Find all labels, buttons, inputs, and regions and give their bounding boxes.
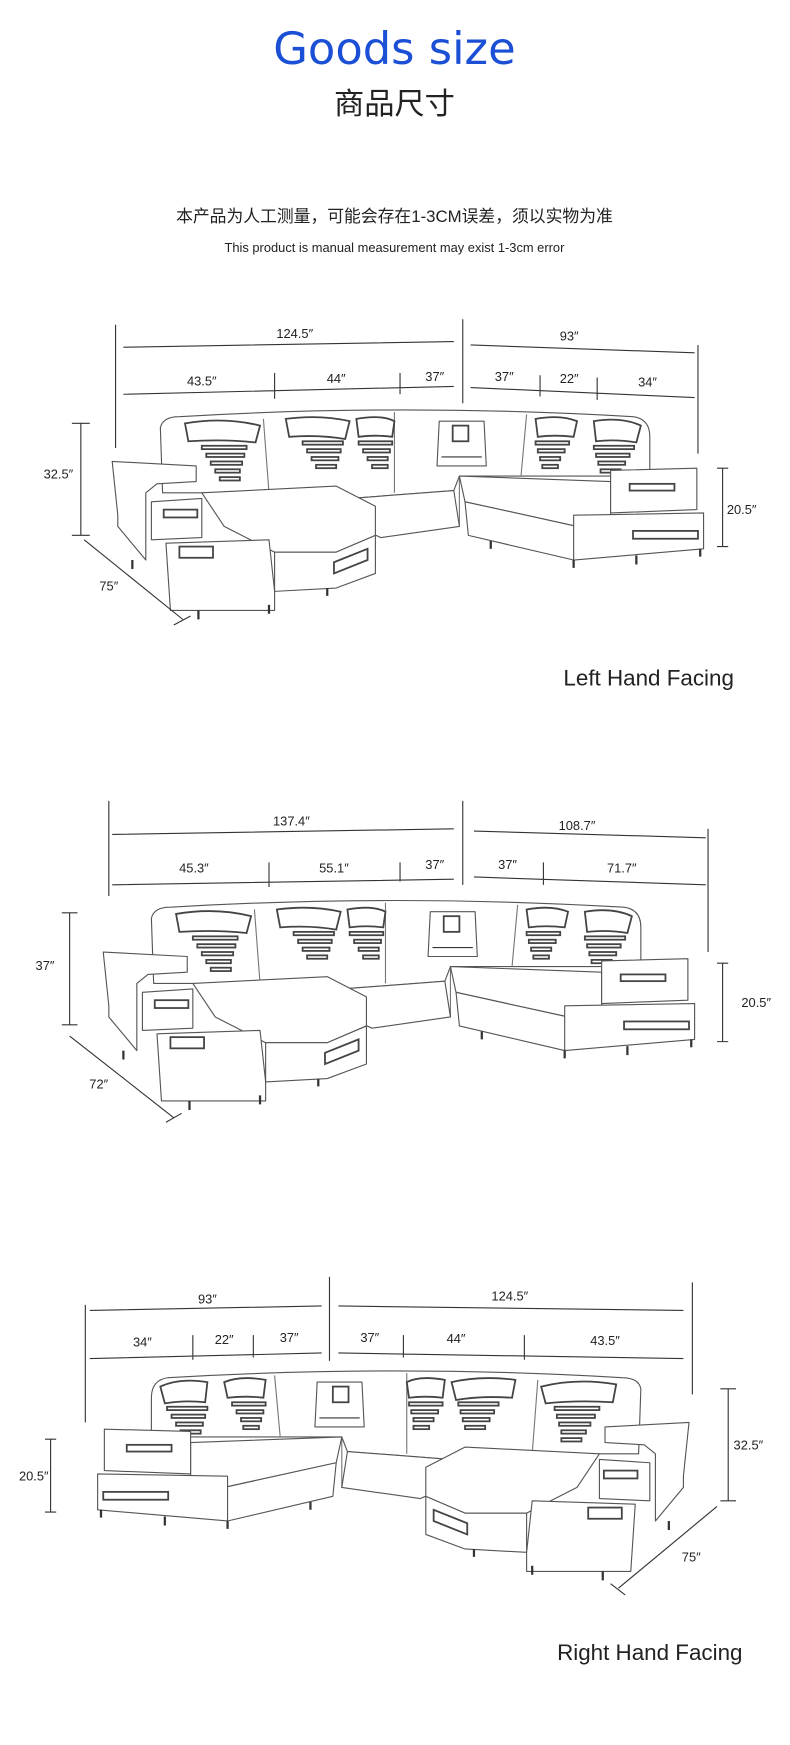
dimension-segment: 37″ [280,1330,299,1345]
dimension-seat-height: 20.5″ [741,995,771,1010]
dimension-segment: 22″ [215,1332,234,1347]
dimension-segment: 44″ [327,371,346,386]
dimension-segment: 37″ [495,369,514,384]
dimension-depth: 75″ [99,578,118,593]
sofa-drawing [102,899,696,1112]
dimension-segment: 45.3″ [179,861,209,876]
page-subtitle: 商品尺寸 [334,87,455,121]
sofa-drawing [111,408,705,621]
dimension-height: 32.5″ [734,1437,764,1452]
dimension-segment: 37″ [498,857,517,872]
dimension-segment: 55.1″ [319,861,349,876]
dimension-total-left: 93″ [198,1292,217,1307]
dimension-seat-height: 20.5″ [727,502,757,517]
dimension-segment: 34″ [638,374,657,389]
dimension-segment: 43.5″ [187,373,217,388]
sofa-drawing [96,1369,691,1582]
diagram-large-variant: 137.4″ 108.7″ 45.3″ 55.1″ 37″ 37″ 71.7″ … [36,800,771,1123]
dimension-total-left: 124.5″ [276,326,313,341]
dimension-segment: 44″ [447,1331,466,1346]
dimension-total-left: 137.4″ [273,813,310,828]
dimension-depth: 75″ [682,1549,701,1564]
dimension-segment: 37″ [425,857,444,872]
dimension-height: 37″ [36,958,55,973]
diagram-right-hand-facing: 93″ 124.5″ 34″ 22″ 37″ 37″ 44″ 43.5″ 32.… [19,1276,764,1665]
dimension-total-right: 93″ [560,328,579,343]
dimension-depth: 72″ [89,1077,108,1092]
dimension-segment: 34″ [133,1334,152,1349]
page-title: Goods size [273,22,515,75]
dimension-segment: 37″ [360,1330,379,1345]
measurement-note-en: This product is manual measurement may e… [225,240,566,255]
dimension-seat-height: 20.5″ [19,1469,49,1484]
dimension-segment: 43.5″ [590,1333,620,1348]
dimension-segment: 37″ [425,369,444,384]
dimension-total-right: 108.7″ [559,818,596,833]
measurement-note-cn: 本产品为人工测量，可能会存在1-3CM误差，须以实物为准 [176,207,613,226]
diagram-left-hand-facing: 124.5″ 93″ 43.5″ 44″ 37″ 37″ 22″ 34″ 32.… [44,319,757,690]
caption-right-hand-facing: Right Hand Facing [557,1640,742,1665]
caption-left-hand-facing: Left Hand Facing [563,665,734,690]
dimension-total-right: 124.5″ [491,1288,528,1303]
dimension-segment: 71.7″ [607,861,637,876]
dimension-height: 32.5″ [44,466,74,481]
dimension-segment: 22″ [560,371,579,386]
